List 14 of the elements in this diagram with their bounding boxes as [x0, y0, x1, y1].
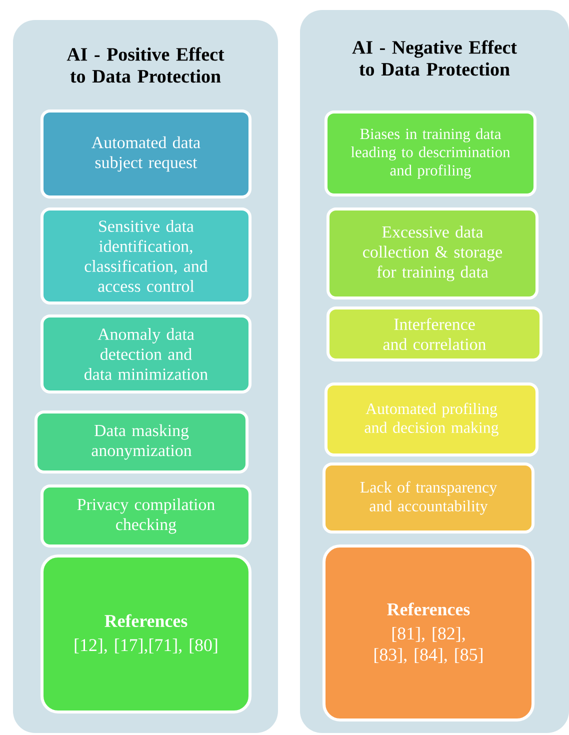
item-box: Anomaly data detection and data minimization — [40, 314, 252, 394]
panel-heading: AI - Positive Effect to Data Protection — [66, 47, 224, 83]
reference-box: References [81], [82], [83], [84], [85] — [322, 544, 534, 722]
item-box: Sensitive data identification, classification, and access control — [40, 208, 252, 304]
item-box: Excessive data collection & storage for training data — [326, 208, 538, 300]
item-box: Lack of transparency and accountability — [322, 462, 534, 534]
item-box: Privacy compilation checking — [40, 484, 252, 548]
item-box: Automated data subject request — [40, 110, 252, 198]
panel-heading: AI - Negative Effect to Data Protection — [352, 40, 517, 76]
reference-box: References [12], [17],[71], [80] — [40, 554, 252, 714]
item-box: Data masking anonymization — [34, 410, 248, 474]
item-box: Interference and correlation — [326, 306, 542, 362]
item-box: Automated profiling and decision making — [324, 382, 538, 456]
item-box: Biases in training data leading to descrimination and profiling — [324, 110, 536, 196]
